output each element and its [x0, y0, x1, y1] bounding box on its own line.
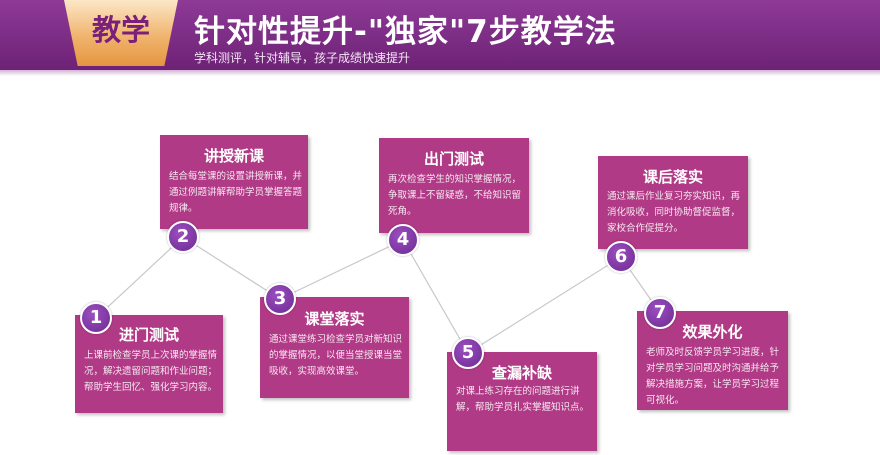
step-card-6: 课后落实 通过课后作业复习夯实知识，再消化吸收，同时协助督促监督，家校合作促提分…	[598, 156, 748, 249]
step-card-7: 效果外化 老师及时反馈学员学习进度，针对学员学习问题及时沟通并给予解决措施方案，…	[637, 311, 788, 410]
banner-shadow	[0, 70, 880, 76]
step-text-4: 再次检查学生的知识掌握情况，争取课上不留疑惑，不给知识留死角。	[388, 174, 522, 217]
step-number-5: 5	[452, 337, 484, 369]
step-card-5: 查漏补缺 对课上练习存在的问题进行讲解，帮助学员扎实掌握知识点。	[447, 352, 597, 451]
step-text-3: 通过课堂练习检查学员对新知识的掌握情况，以便当堂授课当堂吸收，实现高效课堂。	[269, 334, 403, 377]
step-text-5: 对课上练习存在的问题进行讲解，帮助学员扎实掌握知识点。	[456, 386, 590, 413]
step-title-4: 出门测试	[423, 150, 484, 168]
step-number-7: 7	[644, 297, 676, 329]
step-text-6: 通过课后作业复习夯实知识，再消化吸收，同时协助督促监督，家校合作促提分。	[607, 191, 741, 234]
step-title-7: 效果外化	[682, 323, 743, 341]
step-text-1: 上课前检查学员上次课的掌握情况，解决遗留问题和作业问题；帮助学生回忆、强化学习内…	[84, 350, 218, 393]
step-number-6: 6	[605, 241, 637, 273]
step-number-4: 4	[387, 224, 419, 256]
step-number-3: 3	[264, 283, 296, 315]
step-title-1: 进门测试	[118, 326, 179, 344]
page-subtitle: 学科测评，针对辅导，孩子成绩快速提升	[194, 51, 411, 65]
page-title: 针对性提升-"独家"7步教学法	[194, 14, 617, 50]
step-number-1: 1	[80, 302, 112, 334]
step-number-2: 2	[167, 221, 199, 253]
step-title-5: 查漏补缺	[491, 364, 552, 382]
step-card-2: 讲授新课 结合每堂课的设置讲授新课，并通过例题讲解帮助学员掌握答题规律。	[160, 135, 308, 229]
step-text-2: 结合每堂课的设置讲授新课，并通过例题讲解帮助学员掌握答题规律。	[169, 171, 303, 214]
header-badge: 教学	[64, 0, 178, 66]
step-card-1: 进门测试 上课前检查学员上次课的掌握情况，解决遗留问题和作业问题；帮助学生回忆、…	[75, 315, 223, 413]
step-card-4: 出门测试 再次检查学生的知识掌握情况，争取课上不留疑惑，不给知识留死角。	[379, 138, 529, 233]
step-card-3: 课堂落实 通过课堂练习检查学员对新知识的掌握情况，以便当堂授课当堂吸收，实现高效…	[260, 297, 409, 398]
step-text-7: 老师及时反馈学员学习进度，针对学员学习问题及时沟通并给予解决措施方案，让学员学习…	[646, 347, 780, 406]
badge-label: 教学	[91, 13, 150, 47]
step-title-2: 讲授新课	[203, 147, 264, 165]
step-title-6: 课后落实	[642, 168, 703, 186]
step-title-3: 课堂落实	[304, 310, 365, 328]
